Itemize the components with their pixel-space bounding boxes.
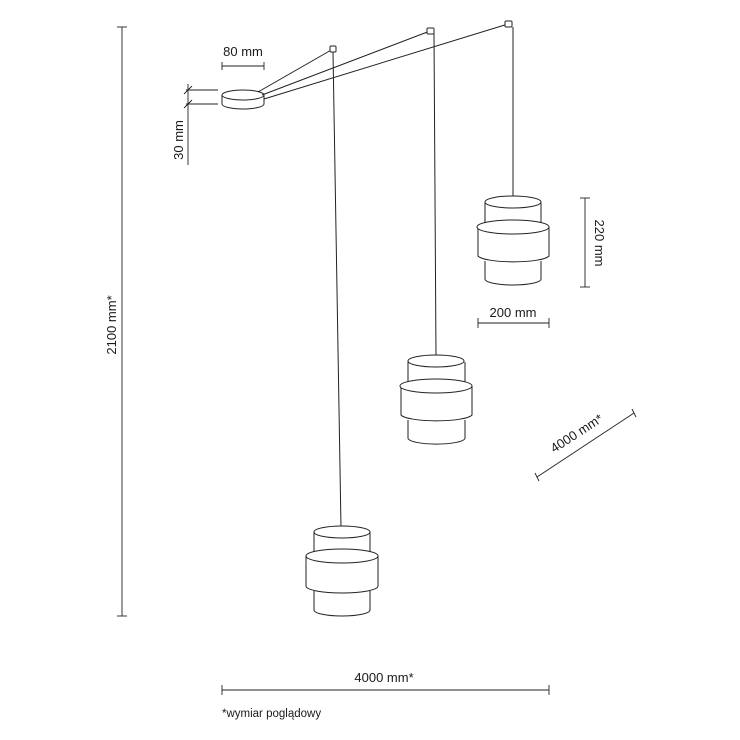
dimension-canopy-width: 80 mm <box>221 44 265 70</box>
label-canopy-height: 30 mm <box>171 120 186 160</box>
ceiling-canopy <box>221 89 265 110</box>
dimension-shade-height: 220 mm <box>580 197 607 288</box>
drop-cords <box>332 27 514 529</box>
label-canopy-width: 80 mm <box>223 44 263 59</box>
dimension-cable-diagonal: 4000 mm* <box>534 408 637 482</box>
lamp-shade-high <box>476 195 550 286</box>
hook-middle <box>426 27 435 35</box>
label-shade-height: 220 mm <box>592 220 607 267</box>
label-cable-diagonal: 4000 mm* <box>548 411 606 456</box>
lamp-shade-low <box>305 525 379 617</box>
hook-right <box>504 20 513 28</box>
suspension-cables <box>257 23 509 100</box>
dimension-total-height: 2100 mm* <box>104 26 127 617</box>
label-shade-width: 200 mm <box>490 305 537 320</box>
footnote: *wymiar poglądowy <box>222 708 321 720</box>
hook-left <box>329 45 337 53</box>
dimension-canopy-height: 30 mm <box>171 84 218 165</box>
dimension-shade-width: 200 mm <box>477 305 550 328</box>
label-total-height: 2100 mm* <box>104 295 119 354</box>
ceiling-hooks <box>329 20 513 53</box>
dimension-cable-horizontal: 4000 mm* <box>221 670 550 695</box>
lamp-shade-middle <box>399 354 473 445</box>
label-cable-horizontal: 4000 mm* <box>354 670 413 685</box>
